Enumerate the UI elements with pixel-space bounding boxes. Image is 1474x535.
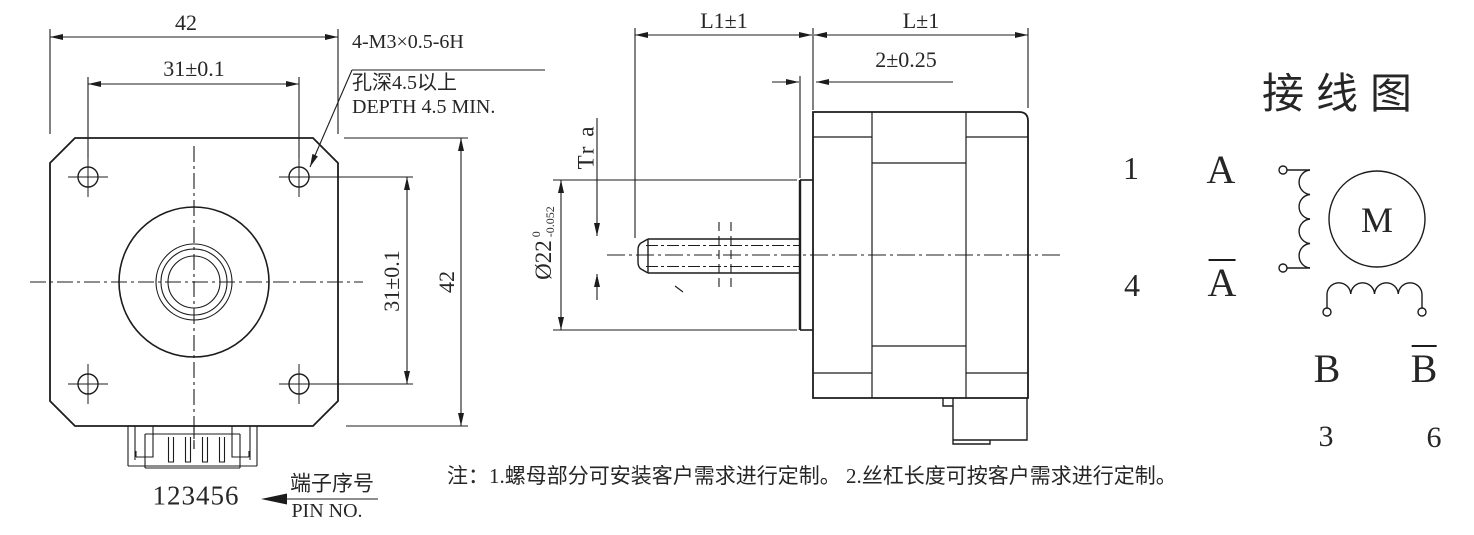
dim-screw-length: L1±1 [700,8,748,33]
side-view-connector [942,398,1028,445]
front-view-body [30,137,413,449]
side-view-dimensions [553,28,1029,331]
hole-callout-line2: 孔深4.5以上 [352,72,457,94]
pin-no-arrow [261,493,287,505]
dim-height-right: 42 [434,271,459,293]
hole-callout-line3: DEPTH 4.5 MIN. [352,96,496,118]
pin-label-en: PIN NO. [291,500,363,522]
boss-dia-tol-upper: 0 [529,231,544,238]
terminal-1 [1278,165,1288,175]
connector-pins [167,437,226,463]
wiring-diagram-title: 接线图 [1261,72,1425,118]
boss-diameter-label: Ø22 0 -0.052 [529,206,558,280]
dim-hole-pitch-right: 31±0.1 [379,250,404,312]
lead-screw [637,222,800,293]
dim-width-top: 42 [175,10,197,35]
coil-a [1298,169,1311,269]
boss-diameter-value: Ø22 [531,240,557,280]
pin-1-label: 1 [1123,150,1139,186]
pin-numbers: 123456 [152,480,240,511]
front-view-connector [127,426,378,505]
boss-dia-tol-lower: -0.052 [543,206,557,238]
phase-b-bar-label: B [1410,345,1438,391]
callout-leader [309,69,353,168]
phase-a-bar-label: A [1207,259,1237,305]
wiring-diagram-linework [1278,165,1427,317]
pin-label-cn: 端子序号 [290,471,374,496]
pilot-boss [798,179,813,331]
front-view-dimensions [49,29,545,427]
dim-hole-pitch-top: 31±0.1 [163,56,225,81]
motor-circle [1328,170,1426,268]
side-view-body [607,111,1064,445]
mounting-holes [68,157,413,404]
motor-label: M [1360,200,1394,240]
drawing-notes: 注：1.螺母部分可安装客户需求进行定制。 2.丝杠长度可按客户需求进行定制。 [447,464,1177,488]
motor-housing [812,111,1029,399]
dim-boss-thickness: 2±0.25 [875,47,937,72]
coil-b [1326,282,1423,308]
terminal-3 [1322,307,1332,317]
terminal-6 [1417,307,1427,317]
dim-body-length: L±1 [902,8,940,33]
hole-callout-line1: 4-M3×0.5-6H [352,31,464,53]
pin-6-label: 6 [1426,421,1442,454]
terminal-4 [1278,263,1288,273]
pin-4-label: 4 [1124,267,1140,303]
pin-3-label: 3 [1318,420,1334,453]
thread-spec-label: Tr a [573,124,599,170]
phase-a-label: A [1206,147,1236,192]
phase-b-label: B [1313,346,1341,391]
